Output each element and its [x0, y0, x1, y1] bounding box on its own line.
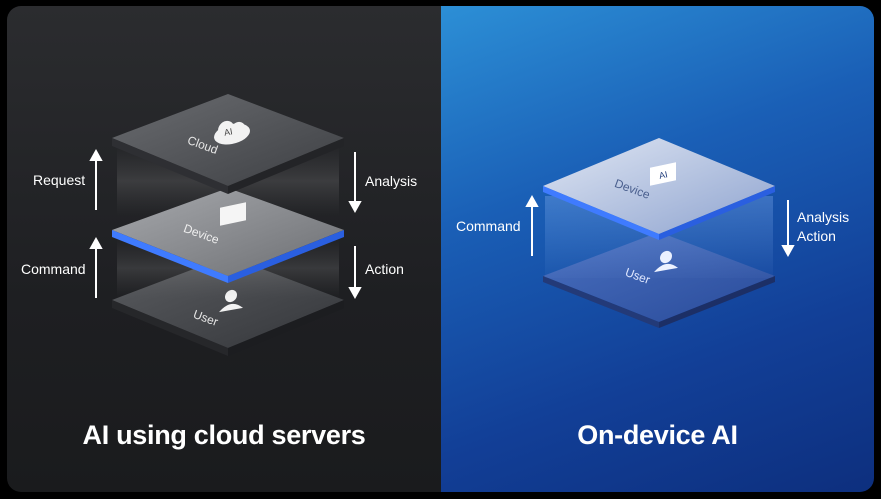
command-arrow — [89, 236, 103, 298]
command-label: Command — [456, 218, 521, 234]
device-layer — [112, 188, 344, 283]
request-label: Request — [33, 172, 86, 188]
device-layer — [543, 138, 775, 240]
request-arrow — [89, 148, 103, 210]
command-arrow — [525, 194, 539, 256]
analysis-label: Analysis — [365, 173, 418, 189]
on-device-ai-diagram — [525, 138, 795, 328]
cloud-ai-panel: Cloud AI Device User Request Command Ana… — [7, 6, 441, 492]
on-device-ai-panel: Device AI User Command Analysis Action O… — [441, 6, 874, 492]
cloud-icon — [214, 120, 250, 145]
device-ai-chip-icon — [650, 162, 676, 186]
on-device-ai-title: On-device AI — [577, 420, 738, 450]
command-label: Command — [21, 261, 86, 277]
cloud-ai-title: AI using cloud servers — [82, 420, 366, 450]
cloud-ai-diagram — [89, 94, 362, 356]
arrows — [89, 148, 362, 300]
action-label: Action — [365, 261, 404, 277]
analysis-arrow — [348, 152, 362, 214]
action-arrow — [348, 246, 362, 300]
action-label: Action — [797, 228, 836, 244]
arrows — [525, 194, 795, 258]
analysis-label: Analysis — [797, 209, 850, 225]
analysis-action-arrow — [781, 200, 795, 258]
device-chip-icon — [220, 202, 246, 226]
cloud-layer — [112, 94, 344, 194]
